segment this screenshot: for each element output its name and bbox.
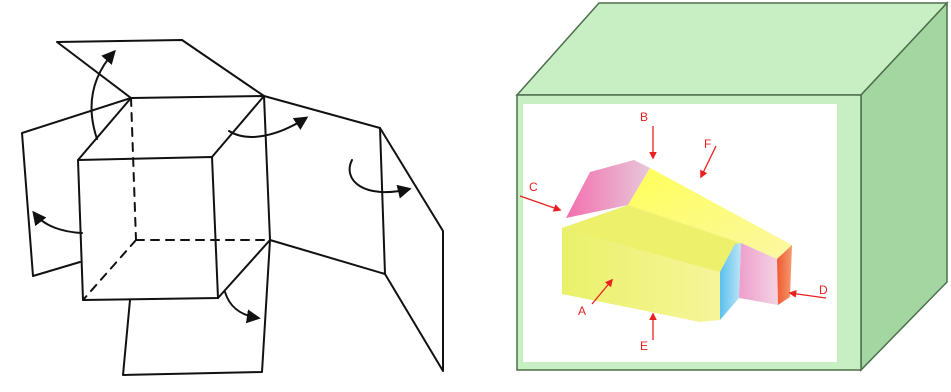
unfolded-cube-diagram: [22, 40, 443, 375]
fold-arrow-right: [350, 160, 409, 192]
fold-arrow-left: [34, 213, 82, 233]
cube-hidden-edges: [83, 98, 270, 300]
fold-arrow-top-right: [229, 118, 306, 137]
bottom-flap: [123, 240, 270, 375]
label-e: E: [640, 339, 648, 353]
label-d: D: [819, 283, 828, 297]
cube-front-face: [78, 157, 218, 300]
label-f: F: [704, 137, 711, 151]
left-flap: [22, 98, 131, 276]
cube-right-face: [218, 96, 270, 298]
fold-arrow-top: [92, 52, 114, 139]
top-flap: [57, 40, 264, 98]
fold-arrow-bottom: [225, 292, 258, 318]
label-a: A: [578, 304, 586, 318]
far-right-flap: [380, 128, 443, 371]
label-c: C: [529, 180, 538, 194]
right-flap: [264, 96, 385, 274]
label-b: B: [640, 110, 648, 124]
